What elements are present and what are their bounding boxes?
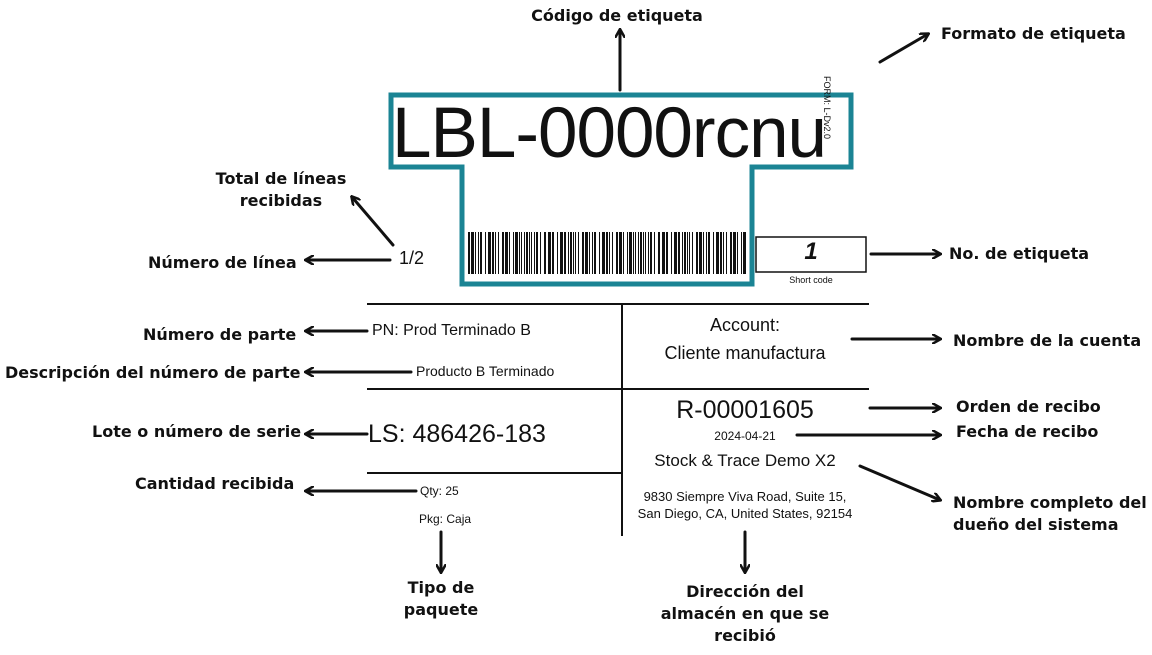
label-code-frame: [388, 92, 854, 287]
qty-value: 25: [445, 484, 459, 498]
callout-receipt-date: Fecha de recibo: [956, 422, 1099, 441]
callout-owner-name-1: Nombre completo del: [953, 493, 1147, 512]
divider-vertical: [621, 303, 623, 536]
part-number: PN: Prod Terminado B: [372, 322, 531, 339]
line-number: 1/2: [399, 248, 425, 268]
lot-serial: LS: 486426-183: [368, 420, 546, 448]
callout-label-code: Código de etiqueta: [531, 6, 703, 25]
callout-part-description: Descripción del número de parte: [5, 363, 301, 382]
callout-pkg-type-2: paquete: [403, 600, 479, 619]
qty-label: Qty: 25: [420, 484, 459, 498]
address-line-2: San Diego, CA, United States, 92154: [637, 506, 853, 521]
callout-total-lines-1: Total de líneas: [215, 169, 347, 188]
account-name: Cliente manufactura: [664, 343, 826, 363]
barcode: [468, 232, 746, 274]
address-line-1: 9830 Siempre Viva Road, Suite 15,: [643, 489, 847, 504]
callout-pkg-type-1: Tipo de: [407, 578, 475, 597]
divider-middle: [367, 388, 869, 390]
receipt-order: R-00001605: [676, 396, 814, 424]
pkg-label: Pkg: Caja: [419, 512, 472, 526]
callout-lot-serial: Lote o número de serie: [92, 422, 302, 441]
arrow-owner: [858, 464, 940, 500]
callout-label-format: Formato de etiqueta: [941, 24, 1126, 43]
callout-qty-received: Cantidad recibida: [135, 474, 295, 493]
divider-lower-left: [367, 472, 622, 474]
arrow-label-format: [878, 34, 928, 64]
short-code-caption: Short code: [789, 275, 833, 285]
callout-account-name: Nombre de la cuenta: [953, 331, 1142, 350]
callout-total-lines-2: recibidas: [239, 191, 323, 210]
arrow-total-lines: [352, 197, 395, 247]
part-description: Producto B Terminado: [416, 363, 555, 379]
divider-top: [367, 303, 869, 305]
callout-warehouse-2: almacén en que se: [660, 604, 830, 623]
callout-warehouse-3: recibió: [714, 626, 776, 645]
short-code: 1: [804, 238, 818, 265]
short-code-box: [755, 236, 867, 273]
pkg-value: Caja: [446, 512, 472, 526]
callout-label-no: No. de etiqueta: [949, 244, 1090, 263]
callout-line-number: Número de línea: [148, 253, 297, 272]
callout-receipt-order: Orden de recibo: [956, 397, 1101, 416]
form-version: FORM: L-Dv2.0: [822, 76, 832, 140]
callout-part-number: Número de parte: [143, 325, 297, 344]
receipt-date: 2024-04-21: [714, 429, 776, 443]
callout-owner-name-2: dueño del sistema: [953, 515, 1119, 534]
label-code: LBL-0000rcnu: [392, 94, 827, 173]
callout-warehouse-1: Dirección del: [686, 582, 804, 601]
owner-name: Stock & Trace Demo X2: [654, 451, 836, 470]
account-label: Account:: [709, 315, 781, 335]
